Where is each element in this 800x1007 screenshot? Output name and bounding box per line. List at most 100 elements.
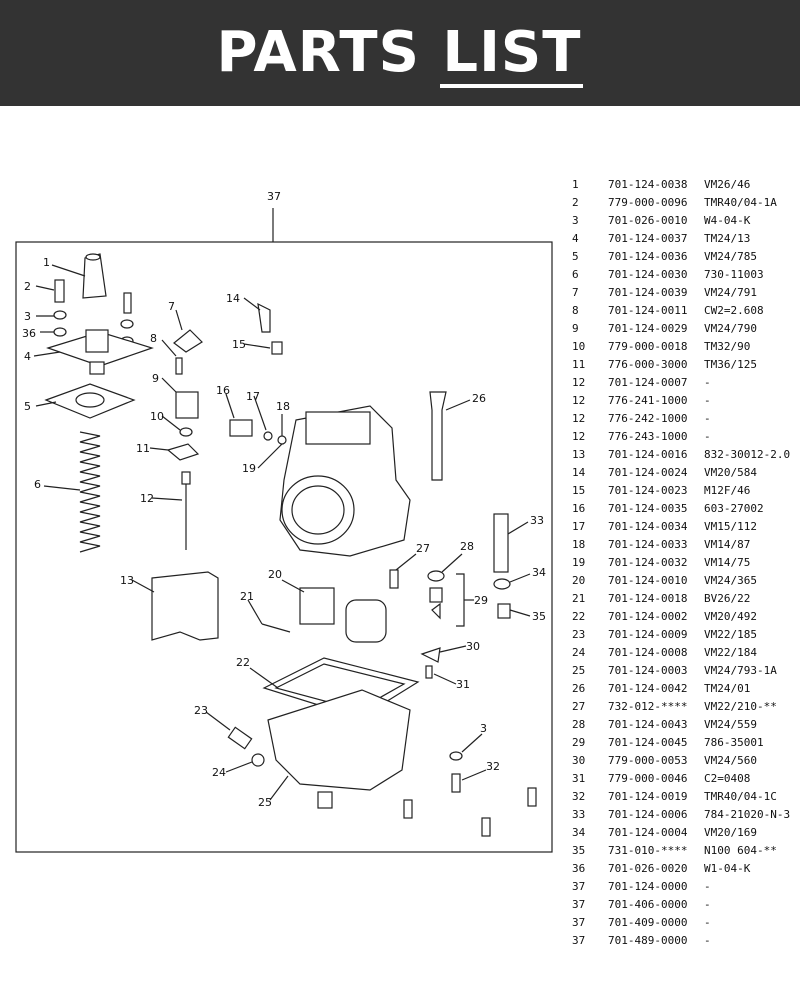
callout-24: 24 (212, 766, 226, 779)
part-number-index: 7 (572, 286, 579, 299)
part-spec: - (704, 934, 711, 947)
part-code: 779-000-0018 (608, 340, 688, 353)
part-spec: VM20/169 (704, 826, 757, 839)
part-code: 701-124-0000 (608, 880, 688, 893)
part-code: 701-124-0019 (608, 790, 688, 803)
callout-5: 5 (24, 400, 31, 413)
callout-28: 28 (460, 540, 474, 553)
part-number-index: 15 (572, 484, 586, 497)
part-code: 701-124-0037 (608, 232, 688, 245)
part-code: 701-124-0016 (608, 448, 688, 461)
part-code: 776-242-1000 (608, 412, 688, 425)
page-title: PARTS LIST (0, 18, 800, 88)
part-spec: VM24/560 (704, 754, 757, 767)
callout-13: 13 (120, 574, 134, 587)
header-banner: PARTS LIST (0, 0, 800, 106)
callout-8: 8 (150, 332, 157, 345)
part-number-index: 17 (572, 520, 586, 533)
part-code: 701-124-0029 (608, 322, 688, 335)
part-code: 701-026-0020 (608, 862, 688, 875)
part-number-index: 37 (572, 916, 586, 929)
part-spec: CW2=2.608 (704, 304, 764, 317)
part-code: 701-124-0024 (608, 466, 688, 479)
part-spec: VM22/185 (704, 628, 757, 641)
part-number-index: 26 (572, 682, 586, 695)
part-code: 779-000-0096 (608, 196, 688, 209)
part-spec: W4-04-K (704, 214, 751, 227)
callout-15: 15 (232, 338, 246, 351)
part-spec: 603-27002 (704, 502, 764, 515)
callout-30: 30 (466, 640, 480, 653)
part-spec: BV26/22 (704, 592, 751, 605)
part-spec: VM26/46 (704, 178, 751, 191)
part-number-index: 12 (572, 412, 586, 425)
part-spec: TM24/01 (704, 682, 751, 695)
part-spec: 832-30012-2.0 (704, 448, 791, 461)
part-code: 701-409-0000 (608, 916, 688, 929)
part-number-index: 3 (572, 214, 579, 227)
part-number-index: 13 (572, 448, 586, 461)
part-spec: VM24/790 (704, 322, 757, 335)
part-number-index: 34 (572, 826, 586, 839)
callout-18: 18 (276, 400, 290, 413)
part-number-index: 12 (572, 376, 586, 389)
callout-7: 7 (168, 300, 175, 313)
callout-10: 10 (150, 410, 164, 423)
part-code: 701-124-0004 (608, 826, 688, 839)
callout-1: 1 (43, 256, 50, 269)
callout-14: 14 (226, 292, 240, 305)
part-code: 731-010-**** (608, 844, 688, 857)
diagram-frame (15, 241, 553, 853)
part-code: 701-124-0035 (608, 502, 688, 515)
callout-12: 12 (140, 492, 154, 505)
part-number-index: 1 (572, 178, 579, 191)
callout-27: 27 (416, 542, 430, 555)
part-spec: W1-04-K (704, 862, 751, 875)
part-spec: TMR40/04-1A (704, 196, 777, 209)
part-number-index: 12 (572, 394, 586, 407)
part-code: 701-124-0045 (608, 736, 688, 749)
part-number-index: 37 (572, 898, 586, 911)
part-spec: VM20/492 (704, 610, 757, 623)
page-title-word-list: LIST (440, 22, 584, 88)
part-number-index: 27 (572, 700, 586, 713)
part-code: 701-124-0009 (608, 628, 688, 641)
callout-11: 11 (136, 442, 150, 455)
part-spec: - (704, 430, 711, 443)
parts-list-row: 34 701-124-0004 VM20/169 (568, 824, 800, 842)
exploded-parts-diagram: 37 1 2 3 36 4 5 6 7 8 9 10 11 12 13 14 1… (0, 180, 560, 860)
part-number-index: 20 (572, 574, 586, 587)
callout-37: 37 (267, 190, 281, 203)
part-spec: - (704, 412, 711, 425)
part-number-index: 4 (572, 232, 579, 245)
part-code: 776-241-1000 (608, 394, 688, 407)
part-spec: - (704, 898, 711, 911)
part-code: 701-124-0030 (608, 268, 688, 281)
part-number-index: 33 (572, 808, 586, 821)
part-code: 776-243-1000 (608, 430, 688, 443)
part-code: 701-124-0002 (608, 610, 688, 623)
part-code: 701-124-0011 (608, 304, 688, 317)
part-code: 701-124-0008 (608, 646, 688, 659)
part-number-index: 21 (572, 592, 586, 605)
part-number-index: 23 (572, 628, 586, 641)
part-spec: VM22/184 (704, 646, 757, 659)
part-code: 701-124-0036 (608, 250, 688, 263)
